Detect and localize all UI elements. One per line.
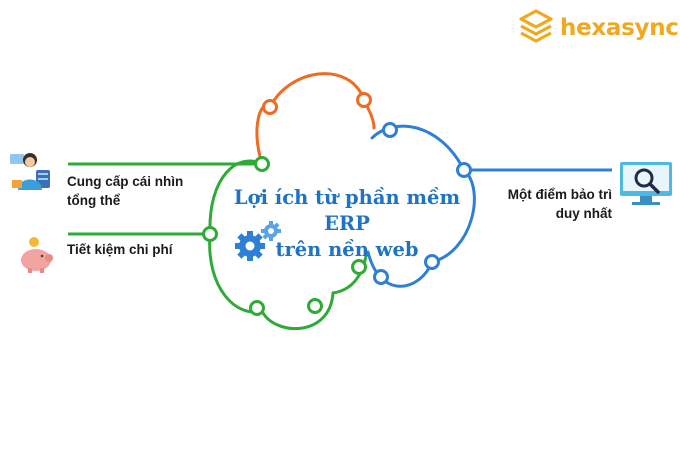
benefit-maintenance-line-1: Một điểm bảo trì [507, 187, 612, 202]
gears-icon [235, 221, 281, 261]
center-title-line-1: Lợi ích từ phần mềm ERP [233, 186, 461, 235]
cloud-nodes [202, 92, 472, 316]
piggy-bank-icon [21, 237, 53, 273]
benefit-cost-label: Tiết kiệm chi phí [67, 240, 173, 259]
benefit-maintenance-label: Một điểm bảo trì duy nhất [508, 185, 612, 223]
node-green-5 [351, 259, 367, 275]
benefit-maintenance-line-2: duy nhất [555, 206, 612, 221]
monitor-magnifier-icon [620, 162, 672, 205]
hexagon-stack-logo-icon [519, 9, 553, 43]
brand-name: hexasync [560, 15, 679, 41]
cloud-arc-orange [255, 72, 376, 166]
node-blue-4 [373, 269, 389, 285]
node-orange-1 [262, 99, 278, 115]
node-green-1 [254, 156, 270, 172]
center-title-line-2: trên nền web [275, 238, 419, 261]
node-green-3 [249, 300, 265, 316]
node-blue-3 [424, 254, 440, 270]
node-green-2 [202, 226, 218, 242]
benefit-overview-line-2: tổng thể [67, 193, 121, 208]
node-orange-2 [356, 92, 372, 108]
node-blue-1 [382, 122, 398, 138]
node-green-4 [307, 298, 323, 314]
brand-logo: hexasync [518, 8, 679, 48]
benefit-overview-label: Cung cấp cái nhìn tổng thể [67, 172, 183, 210]
benefit-overview-line-1: Cung cấp cái nhìn [67, 174, 184, 189]
center-title: Lợi ích từ phần mềm ERP trên nền web [232, 185, 462, 263]
person-with-screen-icon [10, 153, 50, 190]
node-blue-2 [456, 162, 472, 178]
benefit-cost-line-1: Tiết kiệm chi phí [67, 242, 173, 257]
cloud-arc-blue [366, 124, 476, 288]
